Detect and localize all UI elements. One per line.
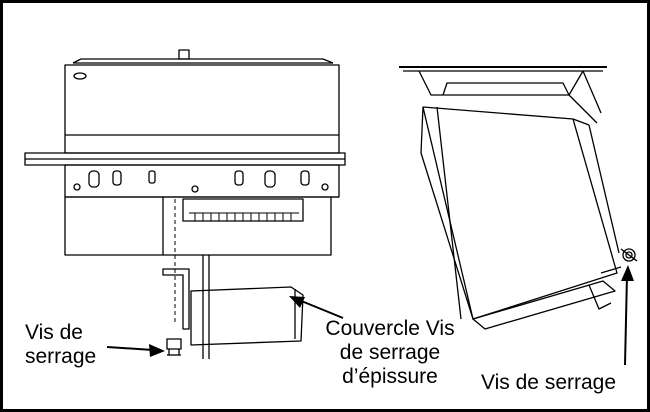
right-screw-label: Vis de serrage xyxy=(481,371,617,394)
left-screw-label-line1: Vis de xyxy=(25,321,83,344)
right-tightening-screw xyxy=(620,248,638,262)
splice-cover-label-line1: Couvercle Vis xyxy=(325,317,455,340)
right-fixture-angled-view xyxy=(399,66,638,330)
left-screw-label-line2: serrage xyxy=(25,345,97,368)
bracket-slots xyxy=(73,170,329,193)
left-screw-label: Vis de serrage xyxy=(25,321,96,369)
splice-cover-label-line2: de serrage xyxy=(339,341,441,364)
left-fixture-side-view xyxy=(24,49,346,359)
splice-cover-label-line3: d’épissure xyxy=(342,365,438,388)
left-tightening-screw xyxy=(166,338,182,356)
callout-arrows xyxy=(106,265,634,366)
splice-cover-label: Couvercle Vis de serrage d’épissure xyxy=(315,317,465,389)
fixture-installation-drawing xyxy=(24,49,638,366)
terminal-block xyxy=(189,212,299,221)
